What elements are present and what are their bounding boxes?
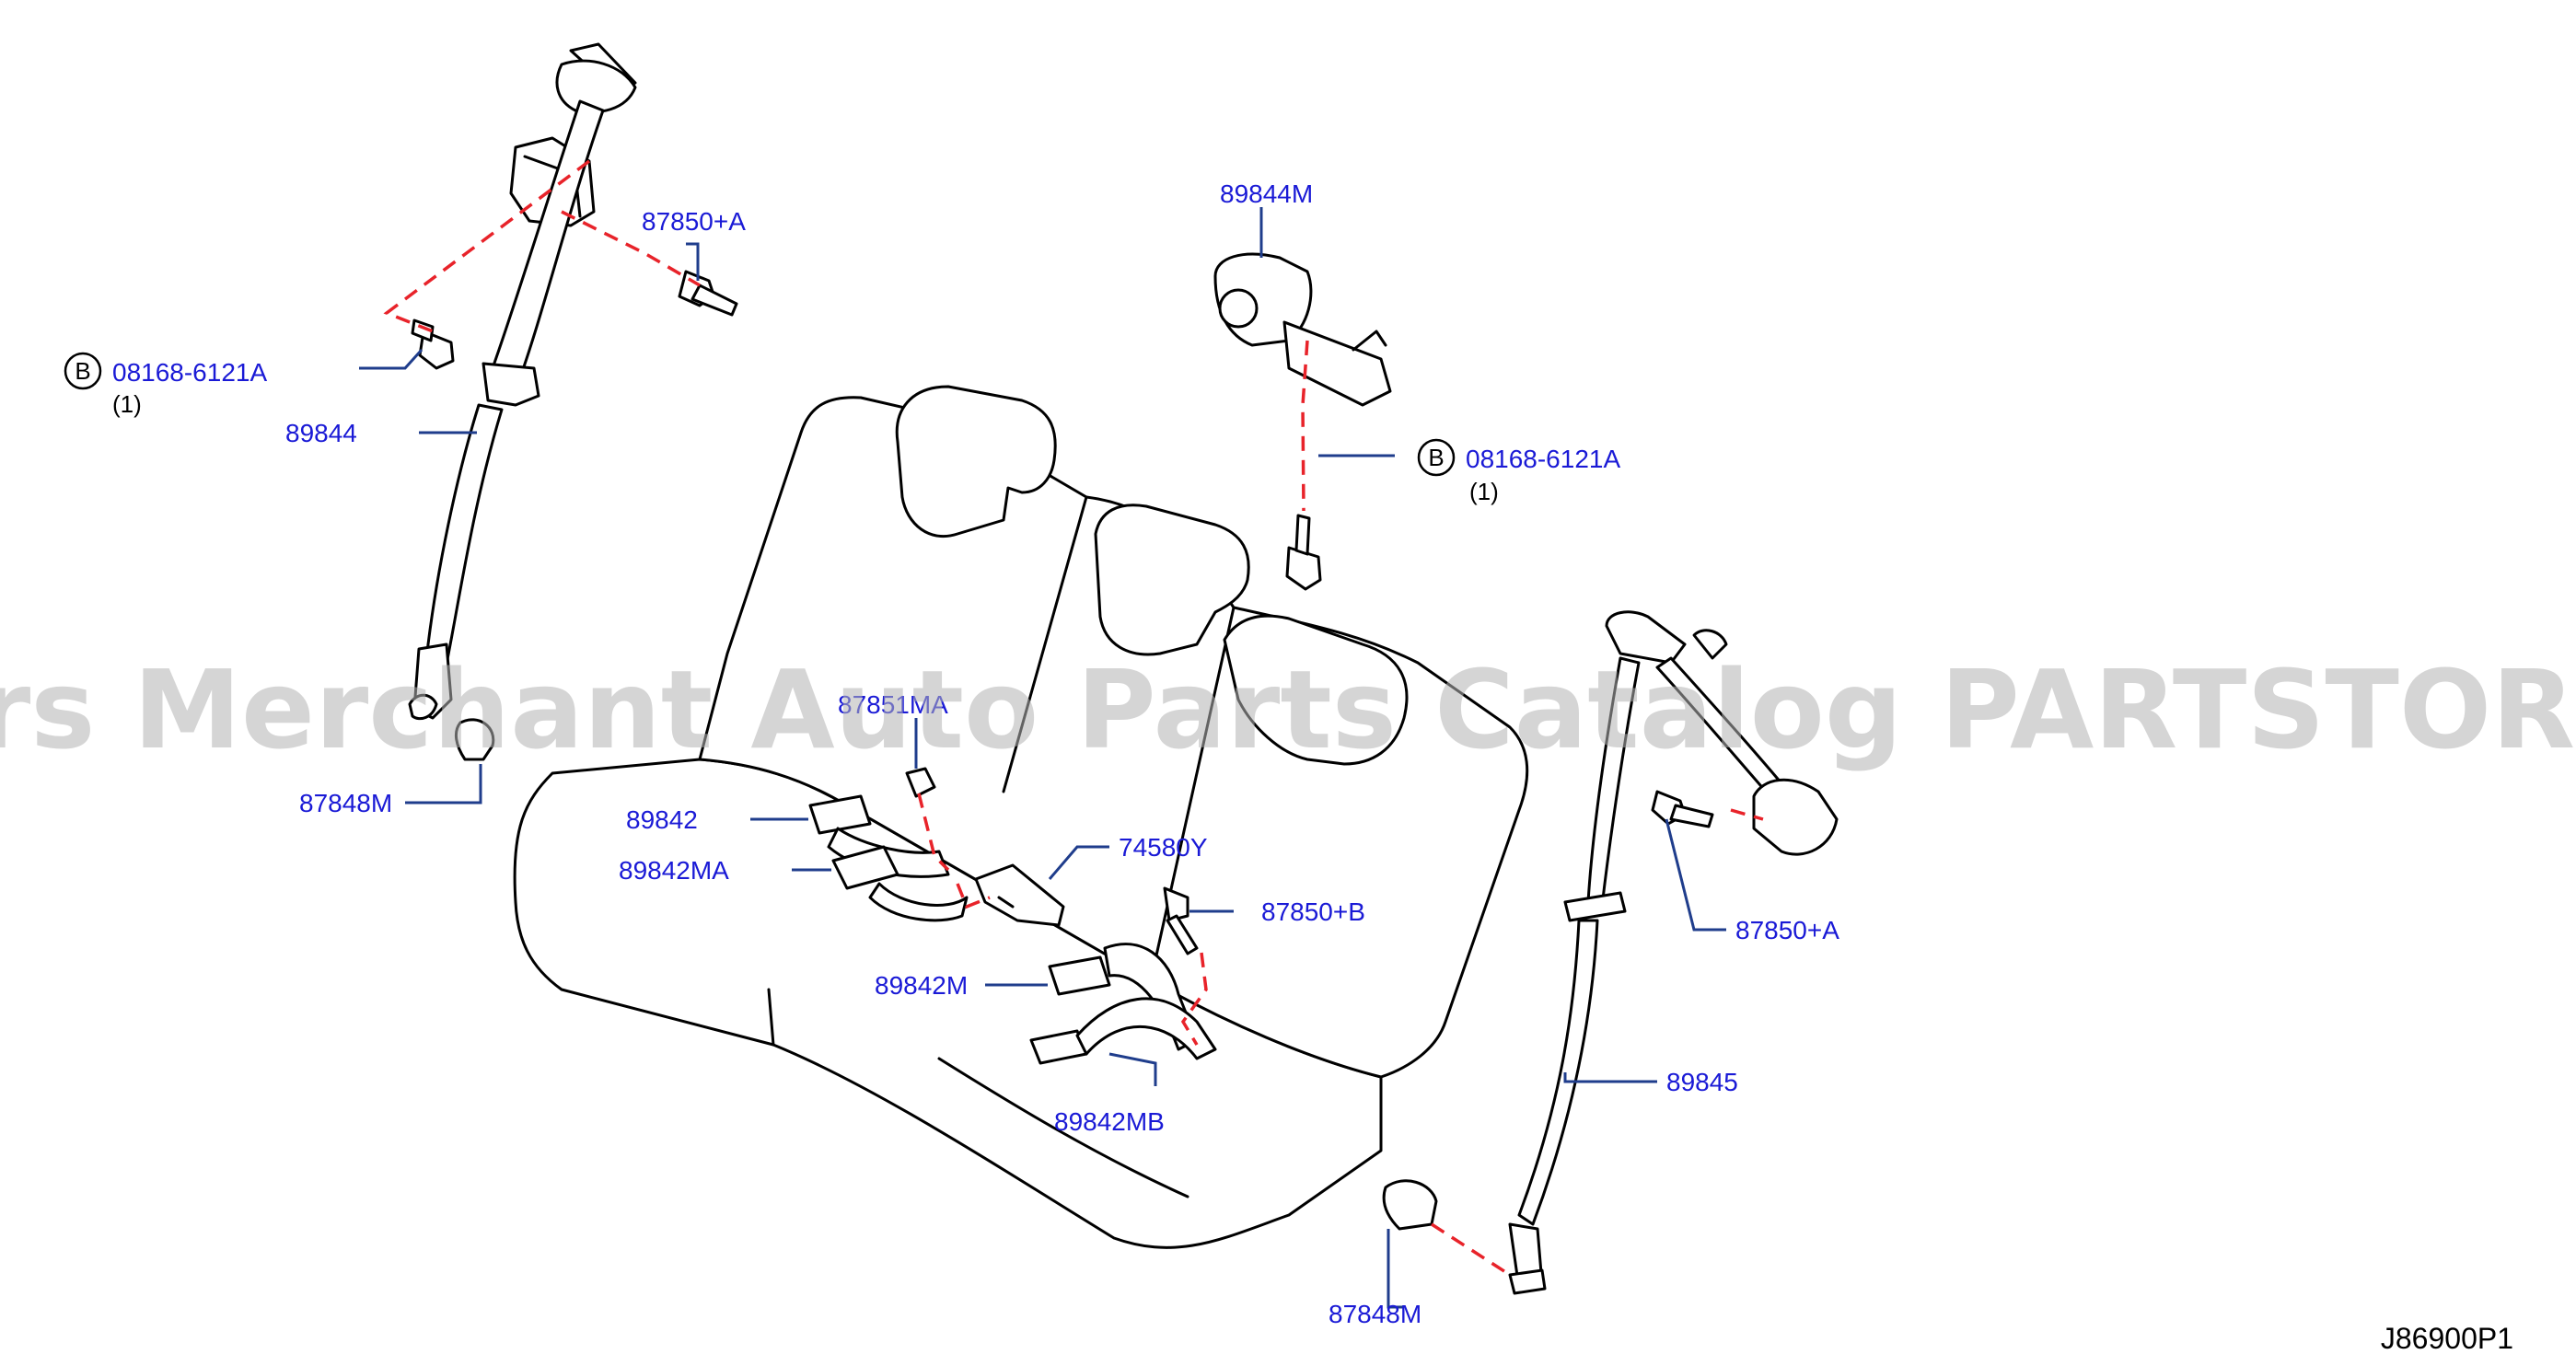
buckle-89842mb-drawing	[1029, 997, 1217, 1065]
b-marker-right: B	[1417, 438, 1456, 477]
label-87850a-top[interactable]: 87850+A	[642, 207, 746, 236]
bracket-74580y-drawing	[974, 863, 1065, 927]
svg-text:B: B	[1428, 444, 1444, 471]
label-87850b[interactable]: 87850+B	[1261, 897, 1365, 926]
label-87850a-right[interactable]: 87850+A	[1735, 916, 1839, 944]
bolt-87850b-drawing	[1163, 886, 1199, 955]
figure-code: J86900P1	[2381, 1322, 2513, 1355]
leader-lines	[359, 207, 1726, 1309]
rear-seat-drawing	[513, 385, 1529, 1249]
label-87848m-left[interactable]: 87848M	[299, 789, 392, 817]
label-08168-6121a-left[interactable]: 08168-6121A	[112, 358, 267, 387]
label-89842m[interactable]: 89842M	[875, 971, 968, 1000]
watermark-text: Offers Merchant Auto Parts Catalog PARTS…	[0, 646, 2576, 773]
trim-87848m-right-drawing	[1382, 1179, 1438, 1231]
label-89844[interactable]: 89844	[285, 419, 357, 447]
label-08168-6121a-right[interactable]: 08168-6121A	[1466, 445, 1620, 473]
label-89844m[interactable]: 89844M	[1220, 179, 1313, 208]
bolt-08168-left-drawing	[411, 318, 455, 370]
b-marker-left: B	[64, 352, 102, 390]
left-seat-belt-assembly	[408, 42, 637, 761]
bolt-87850a-top-drawing	[678, 270, 738, 317]
svg-text:B: B	[75, 357, 90, 385]
retractor-89844m-drawing	[1213, 252, 1392, 591]
label-89842ma[interactable]: 89842MA	[619, 856, 729, 885]
label-89842[interactable]: 89842	[626, 805, 698, 834]
dashed-link-lines	[383, 159, 1764, 1277]
bolt-87850a-right-drawing	[1651, 790, 1714, 828]
nut-87851ma-drawing	[905, 767, 936, 798]
qty-08168-6121a-right: (1)	[1469, 478, 1499, 505]
label-87848m-right[interactable]: 87848M	[1329, 1300, 1421, 1328]
buckle-89842ma-drawing	[831, 845, 969, 922]
qty-08168-6121a-left: (1)	[112, 390, 142, 418]
label-89842mb[interactable]: 89842MB	[1054, 1107, 1165, 1136]
right-seat-belt-assembly	[1508, 610, 1839, 1295]
label-89845[interactable]: 89845	[1666, 1068, 1738, 1096]
label-87851ma[interactable]: 87851MA	[838, 690, 948, 719]
label-74580y[interactable]: 74580Y	[1119, 833, 1208, 862]
